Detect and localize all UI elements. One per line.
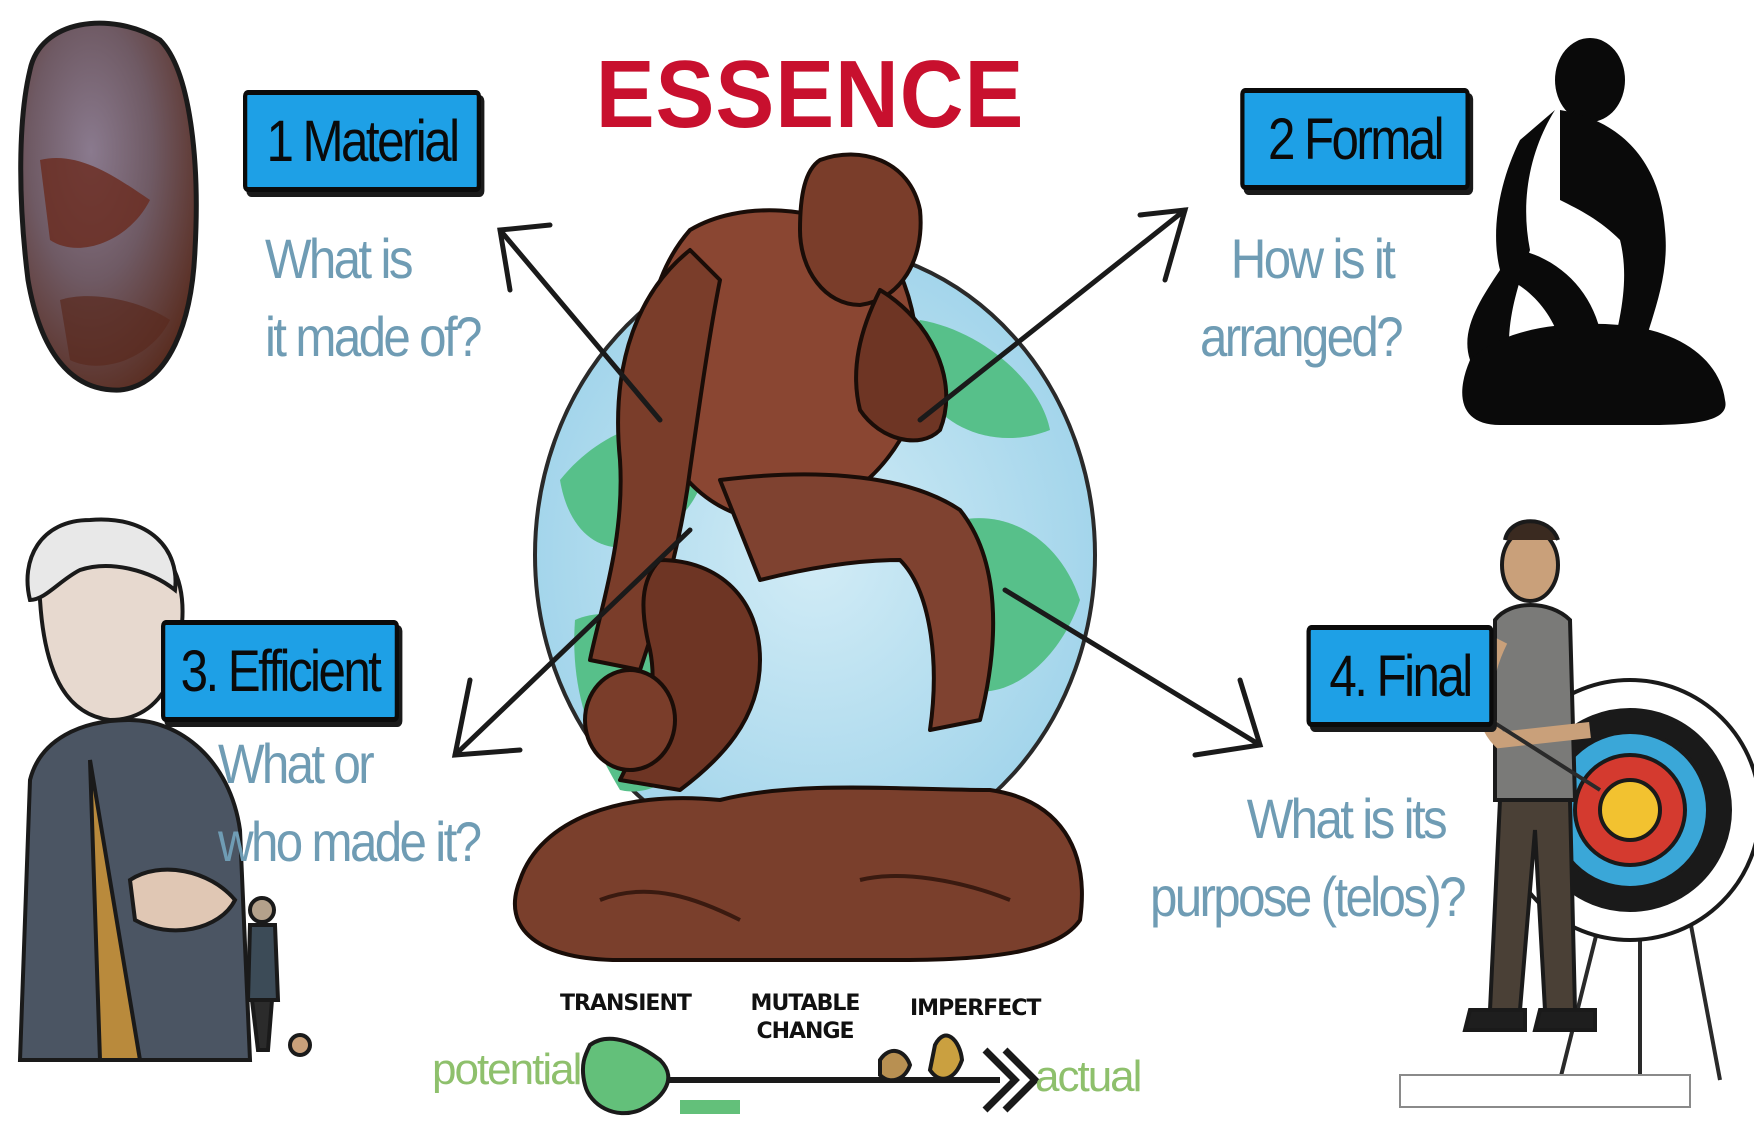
question-formal-line-2: arranged? [1200, 298, 1401, 376]
scale-left-end: potential [432, 1045, 580, 1095]
diagram-title: ESSENCE [580, 40, 1040, 150]
cause-label-formal: 2 Formal [1268, 106, 1442, 173]
cause-box-efficient: 3. Efficient [161, 620, 399, 722]
question-formal: How is it arranged? [1200, 220, 1401, 376]
scale-right-end: actual [1035, 1052, 1140, 1102]
question-final-line-1: What is its [1150, 780, 1464, 858]
caption-box [1400, 1075, 1690, 1107]
question-final: What is its purpose (telos)? [1150, 780, 1464, 936]
question-material: What is it made of? [265, 220, 480, 376]
statue-silhouette-icon [1462, 38, 1725, 425]
question-material-line-2: it made of? [265, 298, 480, 376]
cause-box-formal: 2 Formal [1240, 88, 1470, 190]
cause-box-final: 4. Final [1307, 625, 1494, 727]
potential-actual-scale [583, 1036, 1035, 1114]
scale-stage-imperfect: IMPERFECT [910, 995, 1030, 1023]
question-material-line-1: What is [265, 220, 480, 298]
question-efficient-line-1: What or [218, 725, 479, 803]
scale-stage-mutable-change: MUTABLE CHANGE [735, 990, 875, 1046]
question-formal-line-1: How is it [1200, 220, 1401, 298]
question-efficient: What or who made it? [218, 725, 479, 881]
cause-label-material: 1 Material [267, 108, 458, 175]
scale-stage-transient: TRANSIENT [560, 990, 690, 1018]
question-final-line-2: purpose (telos)? [1150, 858, 1464, 936]
rock-icon [21, 23, 196, 390]
cause-label-efficient: 3. Efficient [181, 638, 380, 705]
archer-target-icon [1465, 521, 1754, 1080]
cause-label-final: 4. Final [1329, 643, 1470, 710]
question-efficient-line-2: who made it? [218, 803, 479, 881]
cause-box-material: 1 Material [243, 90, 481, 192]
